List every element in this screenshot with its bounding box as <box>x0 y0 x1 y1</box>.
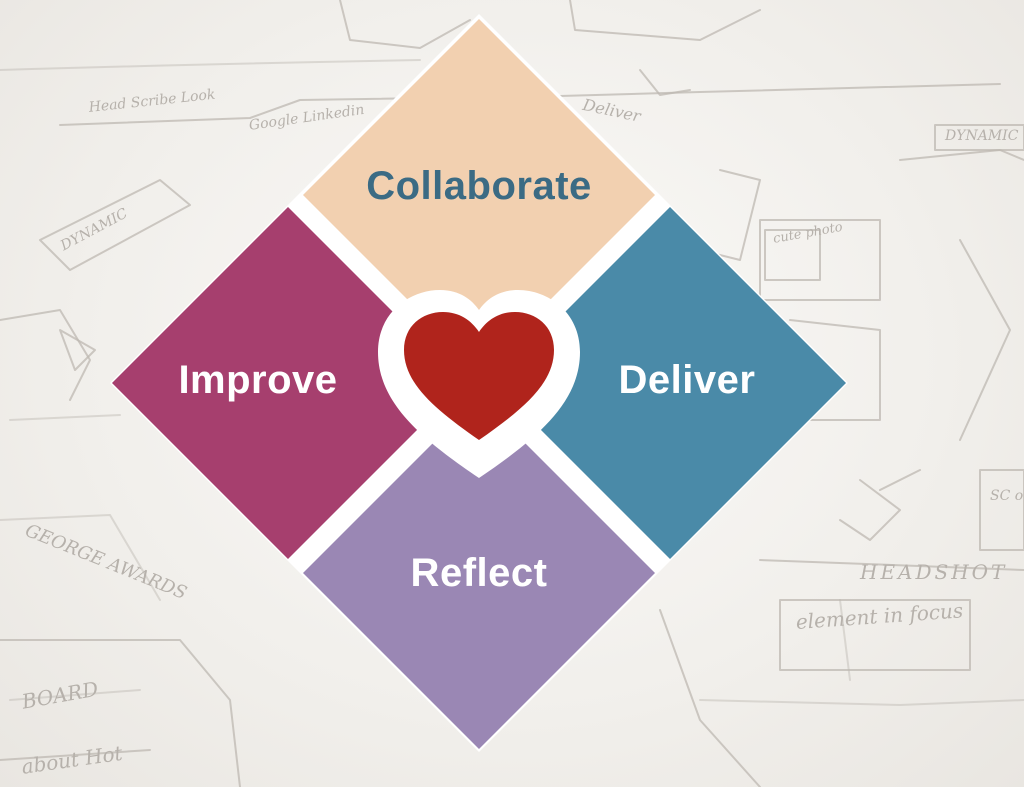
quadrant-label-collaborate: Collaborate <box>366 164 592 208</box>
quadrant-label-deliver: Deliver <box>618 358 756 402</box>
quadrant-label-reflect: Reflect <box>410 551 548 595</box>
sketch-note: HEADSHOT <box>860 560 1008 584</box>
quadrant-label-improve: Improve <box>178 358 338 402</box>
quadrant-deliver <box>494 207 846 559</box>
quadrant-reflect <box>303 397 655 749</box>
heart-icon <box>404 312 554 440</box>
sketch-note: SC or <box>990 488 1024 504</box>
quadrant-collaborate <box>303 19 655 371</box>
sketch-note: DYNAMIC <box>945 128 1019 144</box>
quadrant-improve <box>112 207 464 559</box>
